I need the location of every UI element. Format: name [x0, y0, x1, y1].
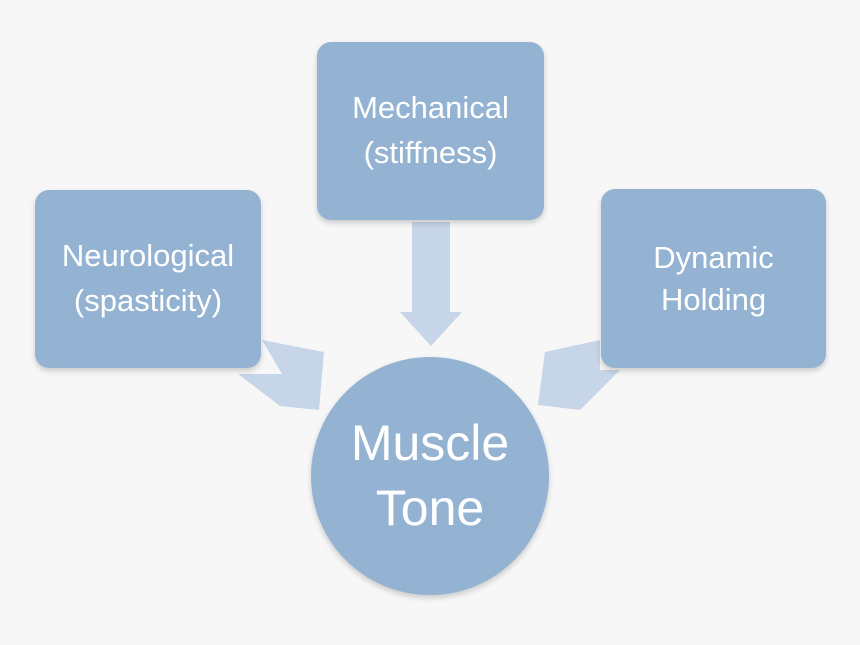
arrow-mechanical-to-center: [400, 222, 462, 346]
node-neurological-line2: (spasticity): [73, 283, 223, 318]
node-dynamic-holding: Dynamic Holding: [601, 189, 826, 368]
node-dynamic-line1: Dynamic: [653, 239, 774, 275]
node-dynamic-line2: Holding: [660, 281, 767, 317]
node-mechanical-line2: (stiffness): [363, 135, 498, 170]
node-mechanical-line1: Mechanical: [352, 90, 509, 126]
arrow-dynamic-to-center: [538, 340, 620, 410]
center-line1: Muscle: [350, 415, 510, 471]
center-line2: Tone: [375, 480, 485, 536]
arrow-neurological-to-center: [238, 340, 324, 410]
node-neurological: Neurological (spasticity): [35, 190, 261, 368]
node-neurological-line1: Neurological: [61, 238, 235, 274]
node-mechanical: Mechanical (stiffness): [317, 42, 544, 220]
node-muscle-tone: Muscle Tone: [311, 357, 549, 595]
